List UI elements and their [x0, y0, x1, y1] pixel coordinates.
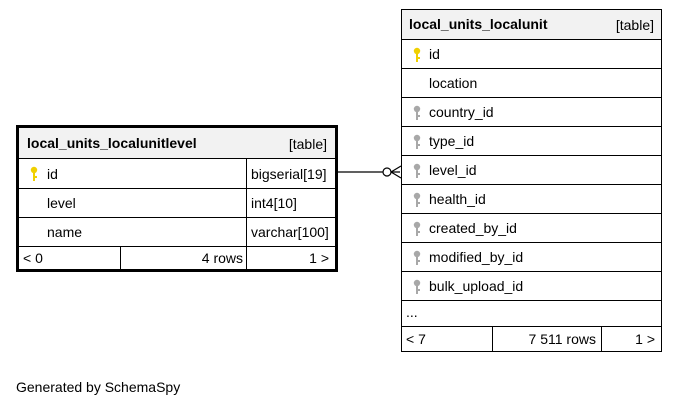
- footer-row-count: 4 rows: [201, 250, 243, 266]
- primary-key-icon: [30, 166, 38, 181]
- footer-divider: [246, 247, 247, 269]
- table-footer: < 7 7 511 rows 1 >: [402, 327, 661, 351]
- column-name: modified_by_id: [429, 249, 524, 265]
- footer-parents[interactable]: 1 >: [635, 331, 655, 347]
- table-local-units-localunit[interactable]: local_units_localunit [table] id locatio…: [401, 9, 662, 352]
- footer-row-count: 7 511 rows: [528, 331, 596, 347]
- column-name: created_by_id: [429, 220, 517, 236]
- footer-children[interactable]: < 7: [406, 331, 426, 347]
- column-name: location: [429, 75, 478, 91]
- more-columns-ellipsis: ...: [402, 301, 661, 327]
- column-row-id[interactable]: id bigserial[19]: [19, 159, 335, 189]
- foreign-key-icon: [413, 105, 421, 120]
- column-name: bulk_upload_id: [429, 278, 524, 294]
- column-name: id: [429, 46, 440, 62]
- table-local-units-localunitlevel[interactable]: local_units_localunitlevel [table] id bi…: [16, 125, 338, 272]
- footer-divider: [120, 247, 121, 269]
- column-name: country_id: [429, 104, 494, 120]
- primary-key-icon: [413, 47, 421, 62]
- table-footer: < 0 4 rows 1 >: [19, 247, 335, 269]
- table-header: local_units_localunit [table]: [402, 10, 661, 40]
- column-row-health-id[interactable]: health_id: [402, 185, 661, 214]
- table-tag: [table]: [288, 136, 327, 152]
- footer-divider: [492, 327, 493, 351]
- column-row-modified-by-id[interactable]: modified_by_id: [402, 243, 661, 272]
- column-row-location[interactable]: location: [402, 69, 661, 98]
- foreign-key-icon: [413, 221, 421, 236]
- column-row-type-id[interactable]: type_id: [402, 127, 661, 156]
- column-name: id: [47, 166, 58, 182]
- foreign-key-icon: [413, 250, 421, 265]
- column-row-created-by-id[interactable]: created_by_id: [402, 214, 661, 243]
- column-name: type_id: [429, 133, 475, 149]
- foreign-key-icon: [413, 134, 421, 149]
- column-name: level: [47, 195, 76, 211]
- column-row-bulk-upload-id[interactable]: bulk_upload_id: [402, 272, 661, 301]
- table-name: local_units_localunitlevel: [27, 135, 197, 151]
- footer-divider: [601, 327, 602, 351]
- connector-crow-foot-bottom: [390, 171, 402, 179]
- footer-children[interactable]: < 0: [23, 250, 43, 266]
- table-tag: [table]: [615, 17, 654, 33]
- column-row-level[interactable]: level int4[10]: [19, 189, 335, 218]
- column-row-id[interactable]: id: [402, 40, 661, 69]
- column-name: health_id: [429, 191, 486, 207]
- column-row-name[interactable]: name varchar[100]: [19, 218, 335, 247]
- column-type: bigserial[19]: [251, 166, 327, 182]
- generated-by-caption: Generated by SchemaSpy: [16, 379, 181, 395]
- foreign-key-icon: [413, 163, 421, 178]
- column-divider: [246, 159, 247, 247]
- table-header: local_units_localunitlevel [table]: [19, 128, 335, 159]
- column-name: level_id: [429, 162, 477, 178]
- column-type: int4[10]: [251, 195, 297, 211]
- footer-parents[interactable]: 1 >: [309, 250, 329, 266]
- column-type: varchar[100]: [251, 224, 329, 240]
- column-row-country-id[interactable]: country_id: [402, 98, 661, 127]
- connector-zero-marker: [382, 167, 392, 177]
- column-name: name: [47, 224, 83, 240]
- ellipsis-text: ...: [406, 304, 418, 320]
- foreign-key-icon: [413, 279, 421, 294]
- table-name: local_units_localunit: [409, 16, 548, 32]
- foreign-key-icon: [413, 192, 421, 207]
- connector-crow-foot-top: [390, 165, 402, 173]
- column-row-level-id[interactable]: level_id: [402, 156, 661, 185]
